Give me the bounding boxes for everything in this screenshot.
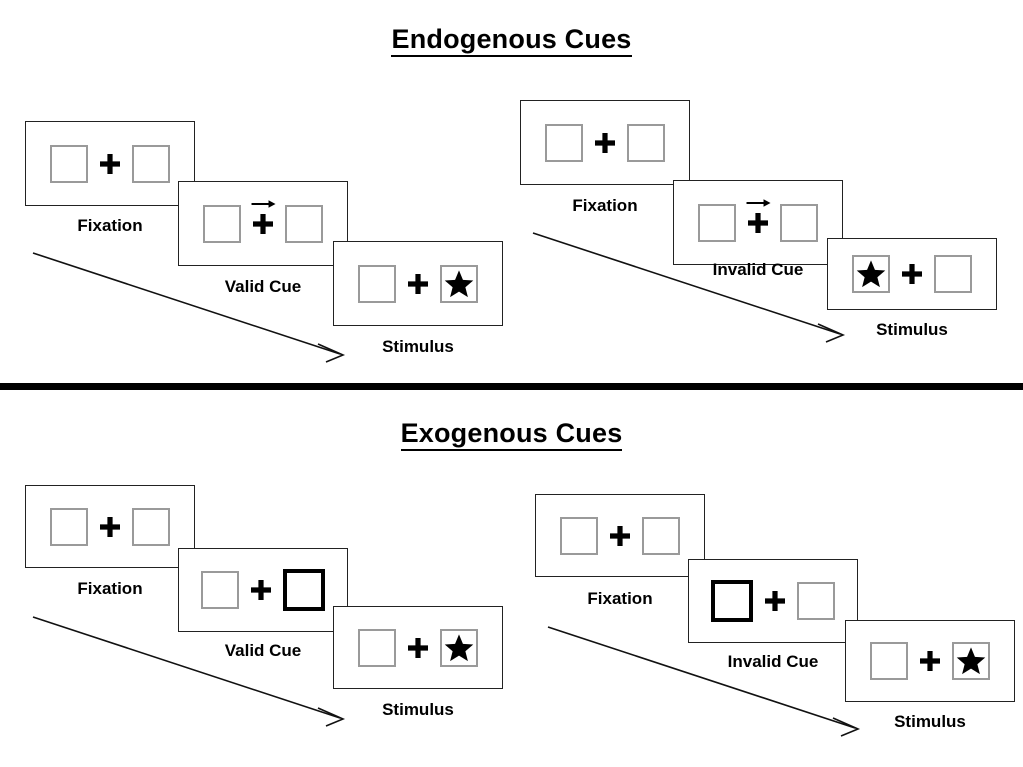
frame-label-exogenous-invalid-fixation: Fixation	[587, 589, 653, 608]
right-box-highlighted	[283, 569, 325, 611]
left-box	[870, 642, 908, 680]
frame-endogenous-valid-fixation[interactable]	[25, 121, 195, 206]
fixation-area	[88, 516, 132, 537]
plus-icon	[408, 273, 428, 294]
frame-content	[50, 507, 170, 546]
plus-icon	[902, 264, 922, 284]
fixation-area	[241, 199, 285, 234]
exogenous-valid-time-arrow	[32, 616, 346, 727]
frame-content	[50, 144, 170, 183]
left-box	[201, 571, 239, 609]
right-box	[440, 264, 478, 303]
frame-endogenous-invalid-stimulus[interactable]	[827, 238, 997, 310]
frame-label-exogenous-valid-cue: Valid Cue	[224, 641, 302, 660]
frame-content	[358, 264, 478, 303]
frame-exogenous-valid-fixation[interactable]	[25, 485, 195, 568]
right-box	[780, 203, 818, 242]
plus-icon	[595, 132, 615, 153]
frame-content	[358, 628, 478, 667]
frame-label-endogenous-valid-cue: Valid Cue	[224, 277, 302, 296]
frame-label-endogenous-valid-fixation: Fixation	[77, 216, 143, 235]
frame-endogenous-invalid-fixation[interactable]	[520, 100, 690, 185]
frame-content	[203, 199, 323, 243]
left-box	[358, 628, 396, 667]
plus-icon	[610, 525, 630, 546]
frame-content	[852, 255, 972, 293]
plus-icon	[920, 651, 940, 671]
fixation-area	[239, 580, 283, 600]
frame-label-exogenous-invalid-stimulus: Stimulus	[894, 712, 966, 731]
frame-content	[711, 580, 835, 622]
frame-label-endogenous-invalid-stimulus: Stimulus	[876, 320, 948, 339]
right-box	[797, 582, 835, 620]
right-box	[440, 628, 478, 667]
frame-endogenous-valid-stimulus[interactable]	[333, 241, 503, 326]
left-box	[203, 204, 241, 243]
plus-icon	[748, 212, 768, 233]
left-box	[358, 264, 396, 303]
plus-icon	[251, 580, 271, 600]
left-box	[545, 123, 583, 162]
frame-content	[545, 123, 665, 162]
fixation-area	[396, 637, 440, 658]
frame-exogenous-invalid-stimulus[interactable]	[845, 620, 1015, 702]
left-box-highlighted	[711, 580, 753, 622]
frame-content	[560, 516, 680, 555]
frame-label-endogenous-valid-stimulus: Stimulus	[382, 337, 454, 356]
right-box	[132, 144, 170, 183]
plus-icon	[765, 591, 785, 611]
arrow-right-icon	[746, 198, 771, 207]
endogenous-valid-time-arrow	[32, 252, 346, 363]
section-divider	[0, 383, 1023, 390]
frame-endogenous-invalid-cue[interactable]	[673, 180, 843, 265]
star-icon	[956, 647, 986, 675]
exogenous-invalid-time-arrow	[547, 626, 861, 737]
section-title-exogenous-text: Exogenous Cues	[400, 418, 623, 451]
frame-exogenous-invalid-cue[interactable]	[688, 559, 858, 643]
frame-content	[870, 642, 990, 680]
right-box	[952, 642, 990, 680]
frame-label-exogenous-valid-stimulus: Stimulus	[382, 700, 454, 719]
left-box	[50, 507, 88, 546]
fixation-area	[598, 525, 642, 546]
fixation-area	[736, 198, 780, 233]
frame-content	[698, 198, 818, 242]
right-box	[285, 204, 323, 243]
fixation-area	[88, 153, 132, 174]
arrow-right-icon	[251, 199, 276, 208]
right-box	[934, 255, 972, 293]
fixation-area	[908, 651, 952, 671]
frame-label-endogenous-invalid-cue: Invalid Cue	[712, 260, 804, 279]
plus-icon	[408, 637, 428, 658]
left-box	[698, 203, 736, 242]
right-box	[627, 123, 665, 162]
right-box	[132, 507, 170, 546]
fixation-area	[753, 591, 797, 611]
left-box	[560, 516, 598, 555]
star-icon	[444, 633, 474, 661]
right-box	[642, 516, 680, 555]
fixation-area	[890, 264, 934, 284]
frame-label-exogenous-valid-fixation: Fixation	[77, 579, 143, 598]
fixation-area	[583, 132, 627, 153]
plus-icon	[100, 153, 120, 174]
endogenous-invalid-time-arrow	[532, 232, 846, 343]
plus-icon	[253, 213, 273, 234]
plus-icon	[100, 516, 120, 537]
frame-exogenous-valid-cue[interactable]	[178, 548, 348, 632]
section-title-exogenous: Exogenous Cues	[0, 418, 1023, 451]
frame-exogenous-invalid-fixation[interactable]	[535, 494, 705, 577]
frame-label-endogenous-invalid-fixation: Fixation	[572, 196, 638, 215]
frame-endogenous-valid-cue[interactable]	[178, 181, 348, 266]
left-box	[852, 255, 890, 293]
frame-exogenous-valid-stimulus[interactable]	[333, 606, 503, 689]
section-title-endogenous-text: Endogenous Cues	[391, 24, 632, 57]
star-icon	[856, 260, 886, 288]
frame-content	[201, 569, 325, 611]
frame-label-exogenous-invalid-cue: Invalid Cue	[727, 652, 819, 671]
left-box	[50, 144, 88, 183]
section-title-endogenous: Endogenous Cues	[0, 24, 1023, 57]
fixation-area	[396, 273, 440, 294]
star-icon	[444, 269, 474, 297]
